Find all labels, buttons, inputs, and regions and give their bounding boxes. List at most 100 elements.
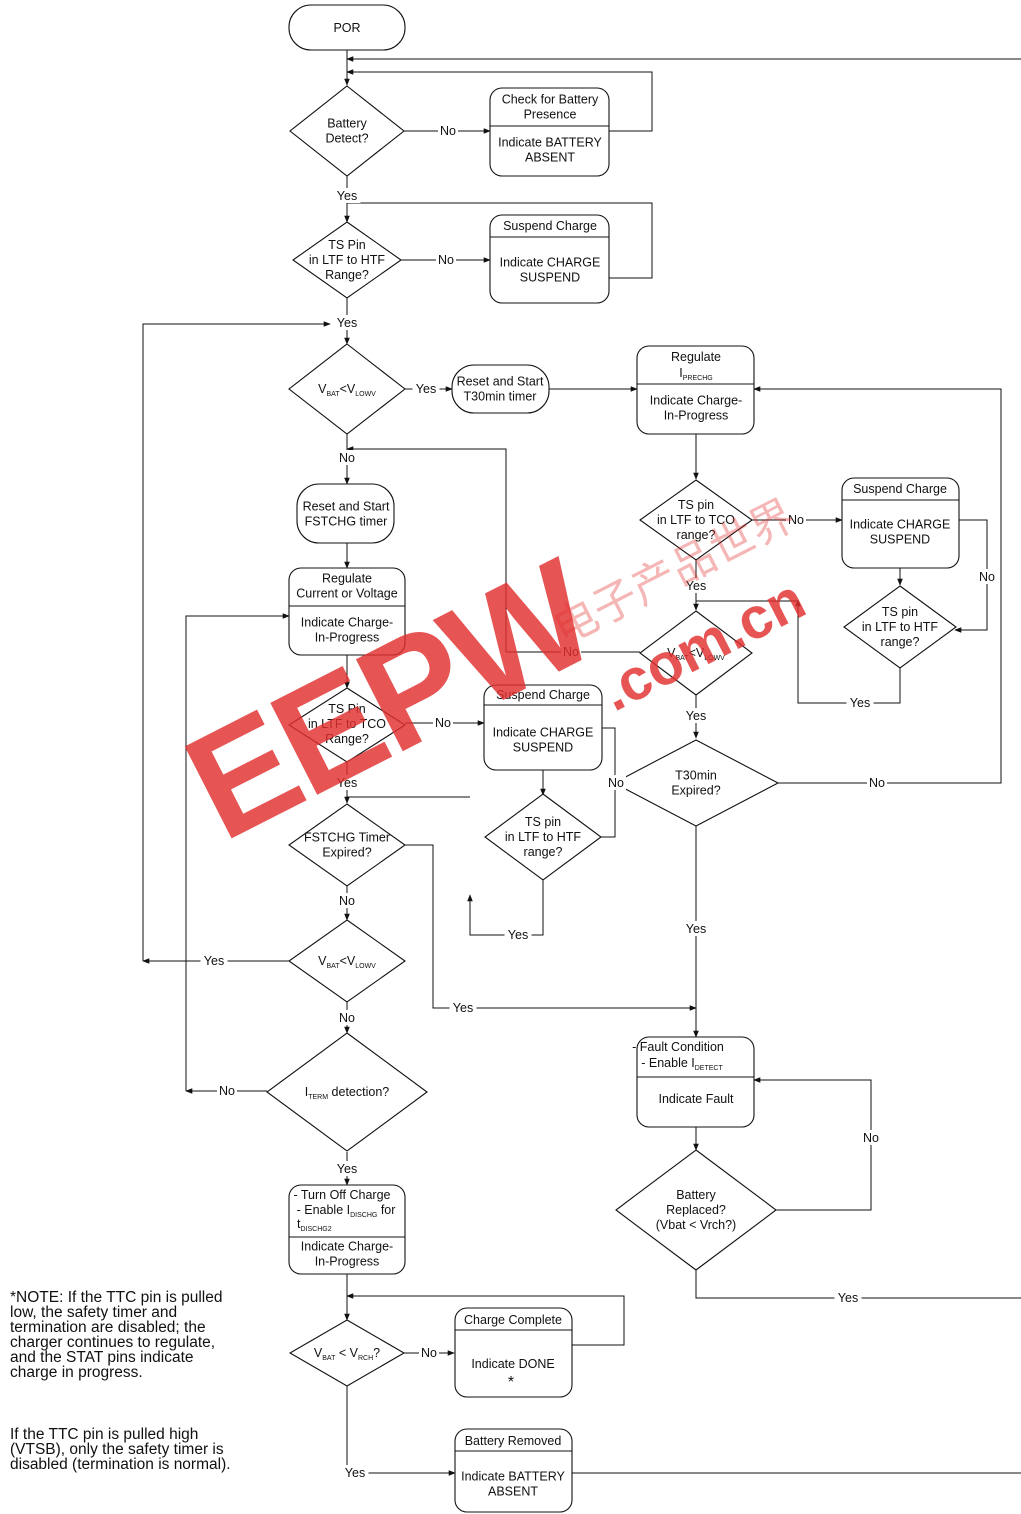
- node-ts-tco-1-text-line-1: TS Pin: [328, 702, 366, 716]
- node-turn-off-line-3: tDISCHG2: [297, 1217, 332, 1233]
- label-lowv3-no-bg: [561, 644, 581, 659]
- node-vbat-lowv-1: [288, 343, 406, 435]
- label-htf3-yes: Yes: [850, 696, 870, 710]
- node-charge-complete-star: *: [508, 1374, 514, 1391]
- label-htf3-no-bg: [977, 569, 997, 584]
- node-regulate-prechg-body-line-1: Indicate Charge-: [650, 394, 742, 408]
- node-fault-line-1: - Fault Condition: [632, 1040, 724, 1054]
- label-replaced-no-bg: [861, 1130, 881, 1145]
- node-turn-off-line-2: - Enable IDISCHG for: [297, 1203, 396, 1219]
- label-tco2-yes-bg: [682, 578, 710, 593]
- label-detect-no-bg: [438, 123, 458, 138]
- node-fault: [636, 1036, 755, 1128]
- node-ts-htf-2: [484, 793, 602, 881]
- label-detect-no: No: [440, 124, 456, 138]
- node-fstchg-expired-text-line-1: FSTCHG Timer: [304, 831, 390, 845]
- node-regulate-cv-head-line-1: Regulate: [322, 572, 372, 586]
- node-vbat-rch-text: VBAT < VRCH?: [314, 1346, 380, 1362]
- node-reset-fstchg-text-line-1: Reset and Start: [303, 500, 390, 514]
- label-lowv1-yes: Yes: [416, 382, 436, 396]
- label-tco1-yes-bg: [333, 775, 361, 790]
- label-detect-yes-bg: [333, 188, 361, 203]
- node-regulate-prechg-head: Regulate: [671, 350, 721, 364]
- node-suspend-3-head-line-1: Suspend Charge: [853, 482, 947, 496]
- label-fst-no-bg: [337, 893, 357, 908]
- node-battery-removed: [454, 1428, 573, 1513]
- node-fstchg-expired-text-line-2: Expired?: [322, 846, 371, 860]
- node-reset-t30: [451, 364, 550, 414]
- node-ts-htf-3: [843, 585, 957, 669]
- edge-lowv3-no-return: [346, 446, 507, 652]
- node-suspend-2-body-line-1: Indicate CHARGE: [493, 726, 594, 740]
- node-charge-complete-head-line-1: Charge Complete: [464, 1313, 562, 1327]
- node-battery-replaced-text-line-1: Battery: [676, 1188, 716, 1202]
- label-ts1-yes-bg: [333, 315, 361, 330]
- node-vbat-lowv-2: [288, 919, 406, 1003]
- label-lowv1-yes-bg: [412, 381, 440, 396]
- edge-lowv-return: [142, 321, 331, 961]
- node-check-battery-body-line-1: Indicate BATTERY: [498, 136, 602, 150]
- node-charge-complete-body-line-1: Indicate DONE: [471, 1357, 554, 1371]
- label-lowv3-yes-bg: [682, 708, 710, 723]
- node-check-battery-head-line-1: Check for Battery: [502, 93, 599, 107]
- label-tco2-no-bg: [786, 512, 806, 527]
- node-battery-removed-body-line-2: ABSENT: [488, 1485, 538, 1499]
- node-ts-htf-2-text-line-3: range?: [524, 845, 563, 859]
- label-iterm-no: No: [219, 1084, 235, 1098]
- label-fst-no: No: [339, 894, 355, 908]
- node-suspend-2-body-line-2: SUSPEND: [513, 741, 573, 755]
- node-ts-tco-1-text-line-2: in LTF to TCO: [308, 717, 386, 731]
- node-suspend-1-head-line-1: Suspend Charge: [503, 219, 597, 233]
- label-lowv2-yes-bg: [200, 953, 228, 968]
- node-check-battery-head-line-2: Presence: [524, 108, 577, 122]
- label-fst-yes: Yes: [453, 1001, 473, 1015]
- node-suspend-3-body-line-2: SUSPEND: [870, 533, 930, 547]
- node-battery-replaced: [615, 1149, 777, 1271]
- node-check-battery-body-line-2: ABSENT: [525, 151, 575, 165]
- label-rch-yes: Yes: [345, 1466, 365, 1480]
- edge-presence-loop: [346, 69, 653, 132]
- label-tco1-no: No: [435, 716, 451, 730]
- node-reset-t30-text-line-1: Reset and Start: [457, 375, 544, 389]
- node-ts-pin-1: [292, 221, 402, 299]
- node-t30-expired: [612, 739, 780, 827]
- label-lowv1-no: No: [339, 451, 355, 465]
- node-t30-expired-text-line-1: T30min: [675, 769, 717, 783]
- node-por-label: POR: [333, 21, 360, 35]
- label-lowv3-yes: Yes: [686, 709, 706, 723]
- node-vbat-lowv-3-text: VBAT<VLOWV: [667, 646, 725, 662]
- label-htf2-no-bg: [606, 775, 626, 790]
- label-t30-no-bg: [867, 775, 887, 790]
- node-battery-removed-body-line-1: Indicate BATTERY: [461, 1470, 565, 1484]
- node-battery-detect-text-line-1: Battery: [327, 117, 367, 131]
- label-htf3-no: No: [979, 570, 995, 584]
- node-ts-tco-2-text-line-2: in LTF to TCO: [657, 513, 735, 527]
- label-tco1-no-bg: [433, 715, 453, 730]
- label-fst-yes-bg: [449, 1000, 477, 1015]
- node-battery-detect-text-line-2: Detect?: [325, 132, 368, 146]
- node-regulate-cv-body-line-1: Indicate Charge-: [301, 616, 393, 630]
- node-ts-htf-2-text-line-2: in LTF to HTF: [505, 830, 582, 844]
- label-tco1-yes: Yes: [337, 776, 357, 790]
- node-vbat-lowv-2-text: VBAT<VLOWV: [318, 954, 376, 970]
- node-regulate-cv-head-line-2: Current or Voltage: [296, 587, 397, 601]
- edge-replaced-yes: [695, 1270, 1021, 1299]
- node-regulate-prechg-current: IPRECHG: [679, 366, 712, 382]
- node-reset-fstchg-text-line-2: FSTCHG timer: [305, 515, 388, 529]
- label-iterm-yes-bg: [333, 1161, 361, 1176]
- label-replaced-yes: Yes: [838, 1291, 858, 1305]
- label-iterm-yes: Yes: [337, 1162, 357, 1176]
- node-suspend-1-body-line-2: SUSPEND: [520, 271, 580, 285]
- label-tco2-no: No: [788, 513, 804, 527]
- label-detect-yes: Yes: [337, 189, 357, 203]
- node-ts-htf-3-text-line-1: TS pin: [882, 605, 918, 619]
- node-reset-t30-text-line-2: T30min timer: [464, 390, 537, 404]
- edge-t30-no: [753, 386, 1002, 784]
- node-ts-pin-1-text-line-3: Range?: [325, 268, 369, 282]
- label-htf2-yes: Yes: [508, 928, 528, 942]
- node-por: [288, 4, 406, 51]
- node-ts-tco-2-text-line-3: range?: [677, 528, 716, 542]
- node-iterm: [266, 1032, 428, 1152]
- node-ts-htf-3-text-line-2: in LTF to HTF: [862, 620, 939, 634]
